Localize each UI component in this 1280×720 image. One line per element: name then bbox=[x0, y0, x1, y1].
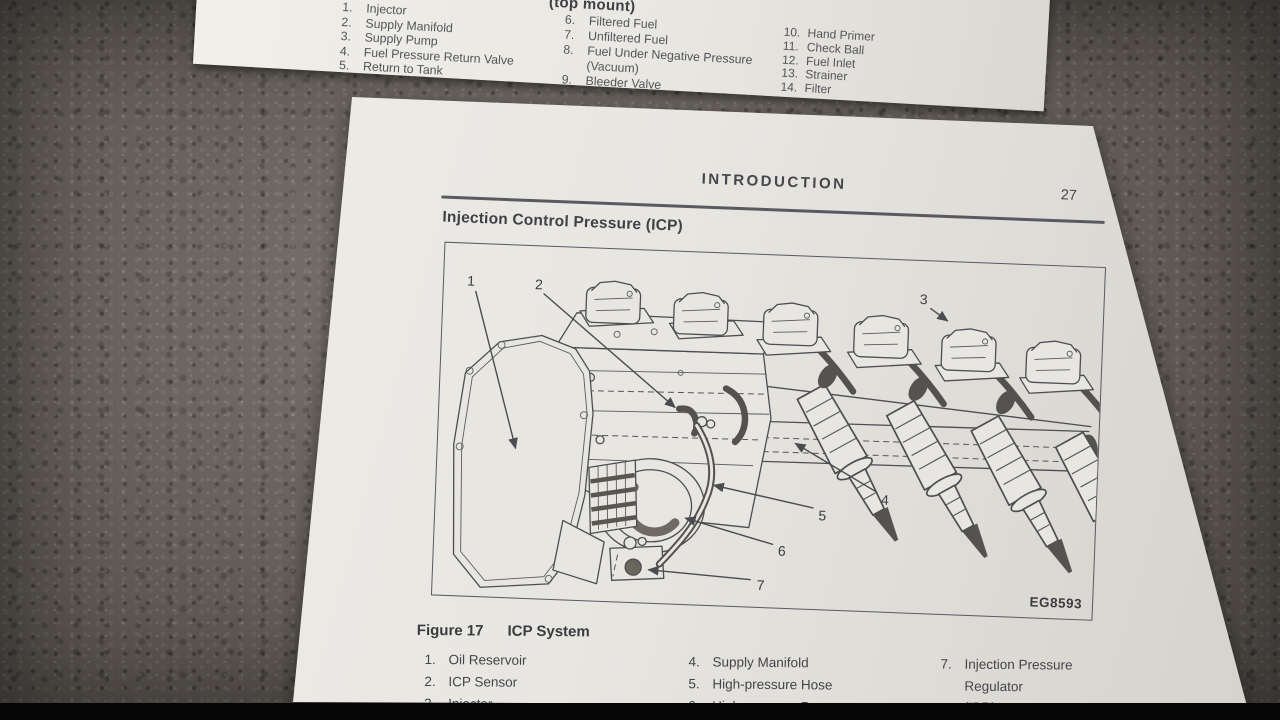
callout-1: 1 bbox=[467, 273, 476, 289]
callout-5: 5 bbox=[818, 507, 827, 523]
high-pressure-pump bbox=[552, 458, 706, 585]
list-item: 1.Oil Reservoir bbox=[424, 651, 527, 668]
figure-title: ICP System bbox=[507, 622, 590, 641]
high-pressure-hose bbox=[655, 421, 716, 568]
callout-6: 6 bbox=[778, 543, 787, 559]
list-item: 7.Injection Pressure Regulator bbox=[940, 656, 1073, 695]
callout-2: 2 bbox=[535, 276, 544, 292]
callout-4: 4 bbox=[881, 492, 890, 508]
callout-numbers: 1 2 3 4 5 6 7 bbox=[467, 273, 928, 594]
figure-code: EG8593 bbox=[1029, 594, 1082, 611]
callout-7: 7 bbox=[756, 577, 765, 593]
letterbox-bar bbox=[0, 703, 1280, 720]
injector-bodies bbox=[794, 380, 1105, 600]
page-number: 27 bbox=[1060, 187, 1078, 204]
callout-leaders bbox=[474, 290, 949, 581]
main-page-content: INTRODUCTION 27 Injection Control Pressu… bbox=[328, 97, 1162, 720]
figure-box: 1 2 3 4 5 6 7 EG8593 bbox=[430, 241, 1107, 621]
section-heading: Injection Control Pressure (ICP) bbox=[442, 208, 684, 235]
list-item: 4.Supply Manifold bbox=[688, 654, 809, 671]
list-item: 2.ICP Sensor bbox=[424, 673, 518, 690]
page-title: INTRODUCTION bbox=[701, 170, 847, 194]
engine-front-cover-plate bbox=[452, 334, 594, 588]
list-item: 5.High-pressure Hose bbox=[688, 676, 833, 693]
icp-system-diagram: 1 2 3 4 5 6 7 EG8593 bbox=[452, 273, 1105, 611]
figure-caption: Figure 17 ICP System bbox=[417, 622, 1127, 645]
ipr-valve bbox=[624, 558, 642, 576]
figure-label: Figure 17 bbox=[416, 621, 484, 640]
callout-3: 3 bbox=[919, 291, 928, 307]
